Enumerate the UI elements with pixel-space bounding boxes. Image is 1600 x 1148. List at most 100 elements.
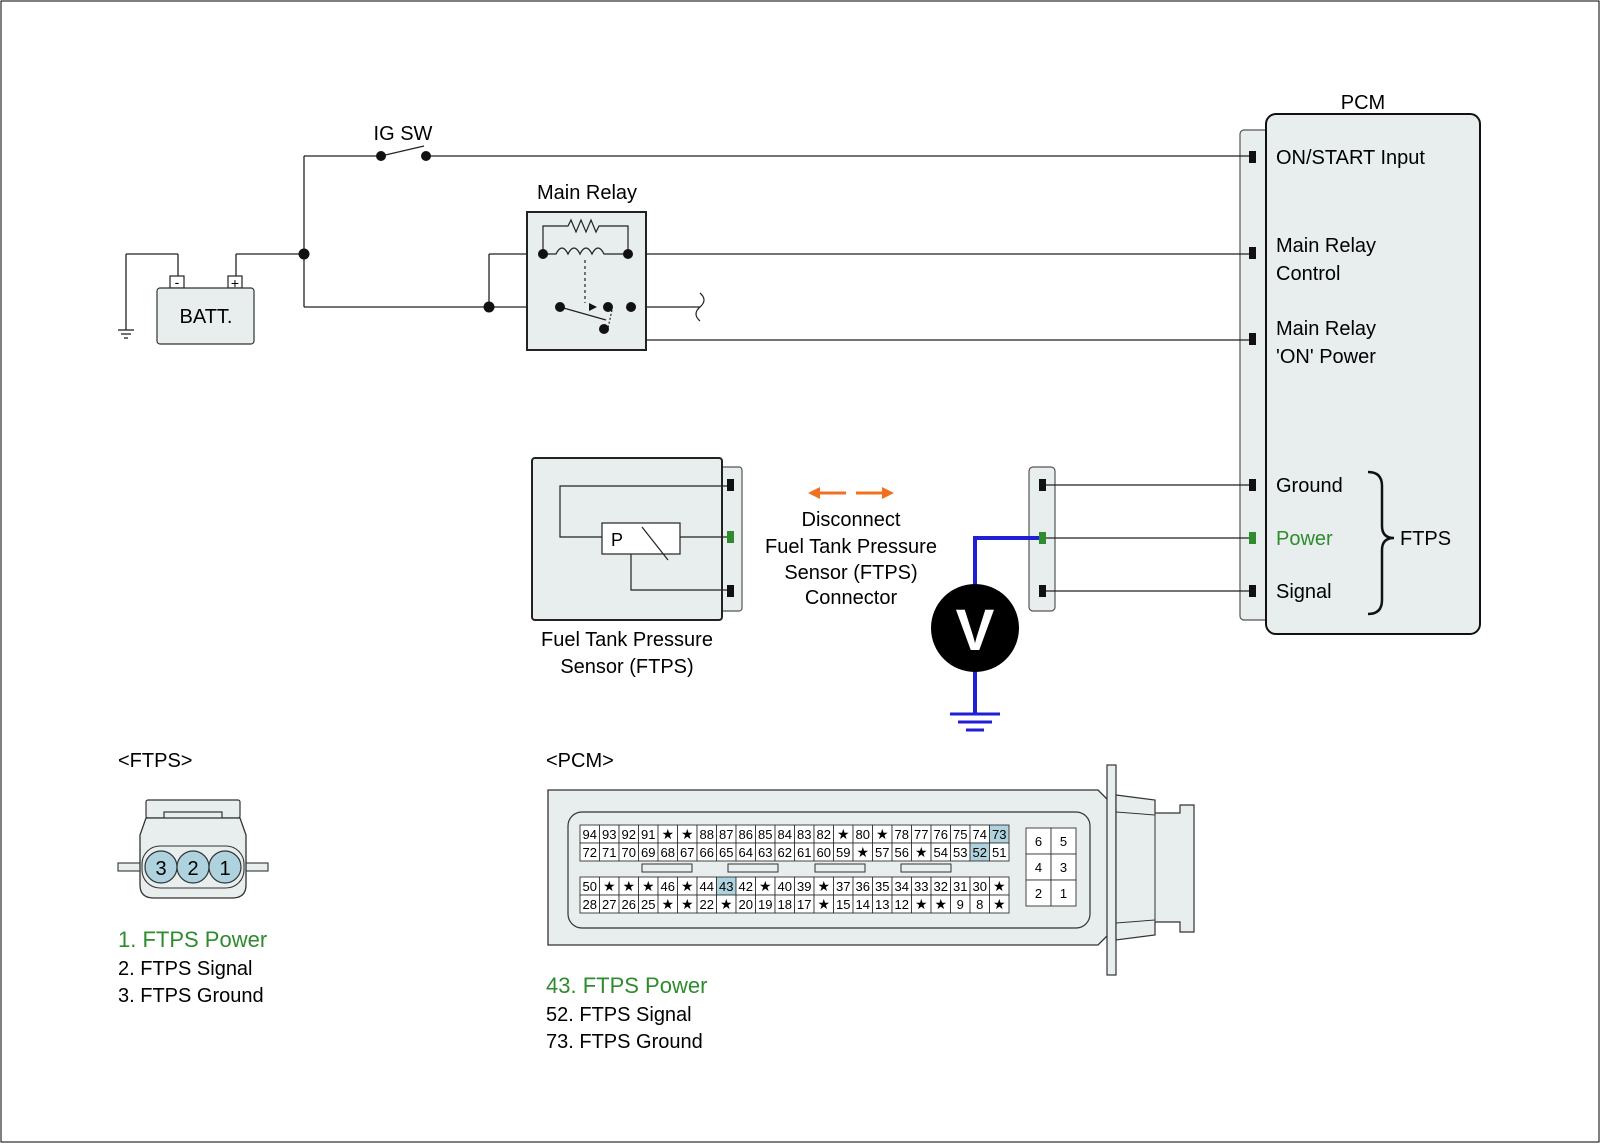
pcm-pin-label: ★ <box>681 826 694 842</box>
pcm-small-pin-cell <box>1025 853 1052 881</box>
pcm-pin-label: 73 <box>992 827 1006 842</box>
sensor-wire-top <box>559 485 727 538</box>
harness-pin-ground <box>1039 479 1046 491</box>
pressure-element <box>601 522 681 555</box>
pcm-pin-label: 85 <box>758 827 772 842</box>
ftps-legend-1: 1. FTPS Power <box>118 927 267 952</box>
pressure-element-label: P <box>611 530 623 550</box>
pcm-pin-label: ★ <box>661 826 674 842</box>
pcm-pin-label: 51 <box>992 845 1006 860</box>
pcm-pin-label: 9 <box>957 897 964 912</box>
pcm-pin-label: 91 <box>641 827 655 842</box>
pcm-small-pin-label: 1 <box>1060 886 1067 901</box>
pcm-label-on-start: ON/START Input <box>1276 147 1425 169</box>
pcm-label-relay-on-1: Main Relay <box>1276 318 1376 340</box>
ftps-group-brace <box>1367 470 1395 616</box>
pcm-pin-label: 20 <box>739 897 753 912</box>
pcm-pin-label: 63 <box>758 845 772 860</box>
relay-switch-node-in <box>555 302 565 312</box>
pcm-pin-label: ★ <box>759 878 772 894</box>
pcm-pin-relay-control <box>1249 247 1256 259</box>
pcm-pin-label: 83 <box>797 827 811 842</box>
pcm-pin-label: 54 <box>934 845 948 860</box>
pcm-pin-label: 88 <box>700 827 714 842</box>
pcm-pin-on-start <box>1249 151 1256 163</box>
ig-sw-contact-left <box>376 151 386 161</box>
battery: - + BATT. <box>156 274 255 345</box>
harness-connector <box>1028 466 1249 612</box>
pcm-pin-label: 25 <box>641 897 655 912</box>
main-relay: Main Relay <box>526 182 647 351</box>
pcm-key-slot-4 <box>900 863 952 873</box>
pcm-pin-label: 30 <box>973 879 987 894</box>
pcm-pin-label: ★ <box>720 896 733 912</box>
pcm-small-pin-label: 6 <box>1035 834 1042 849</box>
harness-pin-signal <box>1039 585 1046 597</box>
pcm-pin-label: 12 <box>895 897 909 912</box>
relay-resistor <box>542 218 629 254</box>
pcm-pin-label: 32 <box>934 879 948 894</box>
ftps-sensor: P Fuel Tank Pressure Sensor (FTPS) <box>531 457 743 678</box>
pcm-pin-label: 18 <box>778 897 792 912</box>
pcm-pin-label: 39 <box>797 879 811 894</box>
pcm-pin-label: 65 <box>719 845 733 860</box>
relay-switch-node-on <box>626 302 636 312</box>
pcm-pin-label: 27 <box>602 897 616 912</box>
ig-sw-label: IG SW <box>374 123 433 145</box>
pcm-pin-label: ★ <box>993 878 1006 894</box>
pcm-pin-label: 74 <box>973 827 987 842</box>
pcm-pin-signal <box>1249 585 1256 597</box>
pcm-pin-label: 43 <box>719 879 733 894</box>
pcm-pin-label: 44 <box>700 879 714 894</box>
ftps-pin-1-label: 1 <box>219 858 230 880</box>
pcm-pin-label: 80 <box>856 827 870 842</box>
pcm-pin-label: 26 <box>622 897 636 912</box>
pcm-pin-label: 94 <box>583 827 597 842</box>
pcm-pin-label: 56 <box>895 845 909 860</box>
pcm-pin-power <box>1249 532 1256 544</box>
junction-coil-feed <box>483 301 495 313</box>
ftps-legend-3: 3. FTPS Ground <box>118 985 264 1007</box>
arrow-left-head <box>808 487 820 499</box>
pcm-pin-label: 61 <box>797 845 811 860</box>
pcm-pin-label: 84 <box>778 827 792 842</box>
pcm-small-pin-cell <box>1050 853 1077 881</box>
pcm-pin-label: ★ <box>915 896 928 912</box>
pcm-pin-label: 19 <box>758 897 772 912</box>
pcm-pin-label: 42 <box>739 879 753 894</box>
pcm-pin-label: 37 <box>836 879 850 894</box>
pcm-pin-label: ★ <box>681 878 694 894</box>
pcm-key-slot-1 <box>641 863 693 873</box>
ftps-sensor-pin-signal <box>727 585 734 597</box>
pcm-pin-label: ★ <box>681 896 694 912</box>
pcm-legend-2: 52. FTPS Signal <box>546 1004 692 1026</box>
pcm-pin-label: 13 <box>875 897 889 912</box>
harness-pin-power <box>1039 532 1046 544</box>
pcm-pin-label: 28 <box>583 897 597 912</box>
pcm-small-pin-cell <box>1025 827 1052 855</box>
pcm-pin-relay-on <box>1249 333 1256 345</box>
pcm-pin-label: ★ <box>817 878 830 894</box>
pcm-pin-label: ★ <box>622 878 635 894</box>
pcm-pin-label: ★ <box>856 844 869 860</box>
pcm-pin-label: 64 <box>739 845 753 860</box>
main-relay-title: Main Relay <box>537 182 637 204</box>
ftps-pin-2-label: 2 <box>187 858 198 880</box>
pcm-pin-label: 92 <box>622 827 636 842</box>
pcm-pin-label: 34 <box>895 879 909 894</box>
pcm-pin-label: 75 <box>953 827 967 842</box>
relay-switch-arrow <box>589 303 597 311</box>
disconnect-indicator: Disconnect Fuel Tank Pressure Sensor (FT… <box>765 487 937 609</box>
pcm-pin-label: ★ <box>837 826 850 842</box>
pcm-pin-label: 57 <box>875 845 889 860</box>
main-relay-body <box>526 211 647 351</box>
pcm-small-pin-label: 4 <box>1035 860 1042 875</box>
pcm-body <box>1265 113 1481 635</box>
ftps-sensor-pin-power <box>727 531 734 543</box>
ig-sw-blade <box>380 145 425 157</box>
relay-switch-blade <box>559 306 607 321</box>
pcm-pin-label: 82 <box>817 827 831 842</box>
pcm-pin-label: 31 <box>953 879 967 894</box>
